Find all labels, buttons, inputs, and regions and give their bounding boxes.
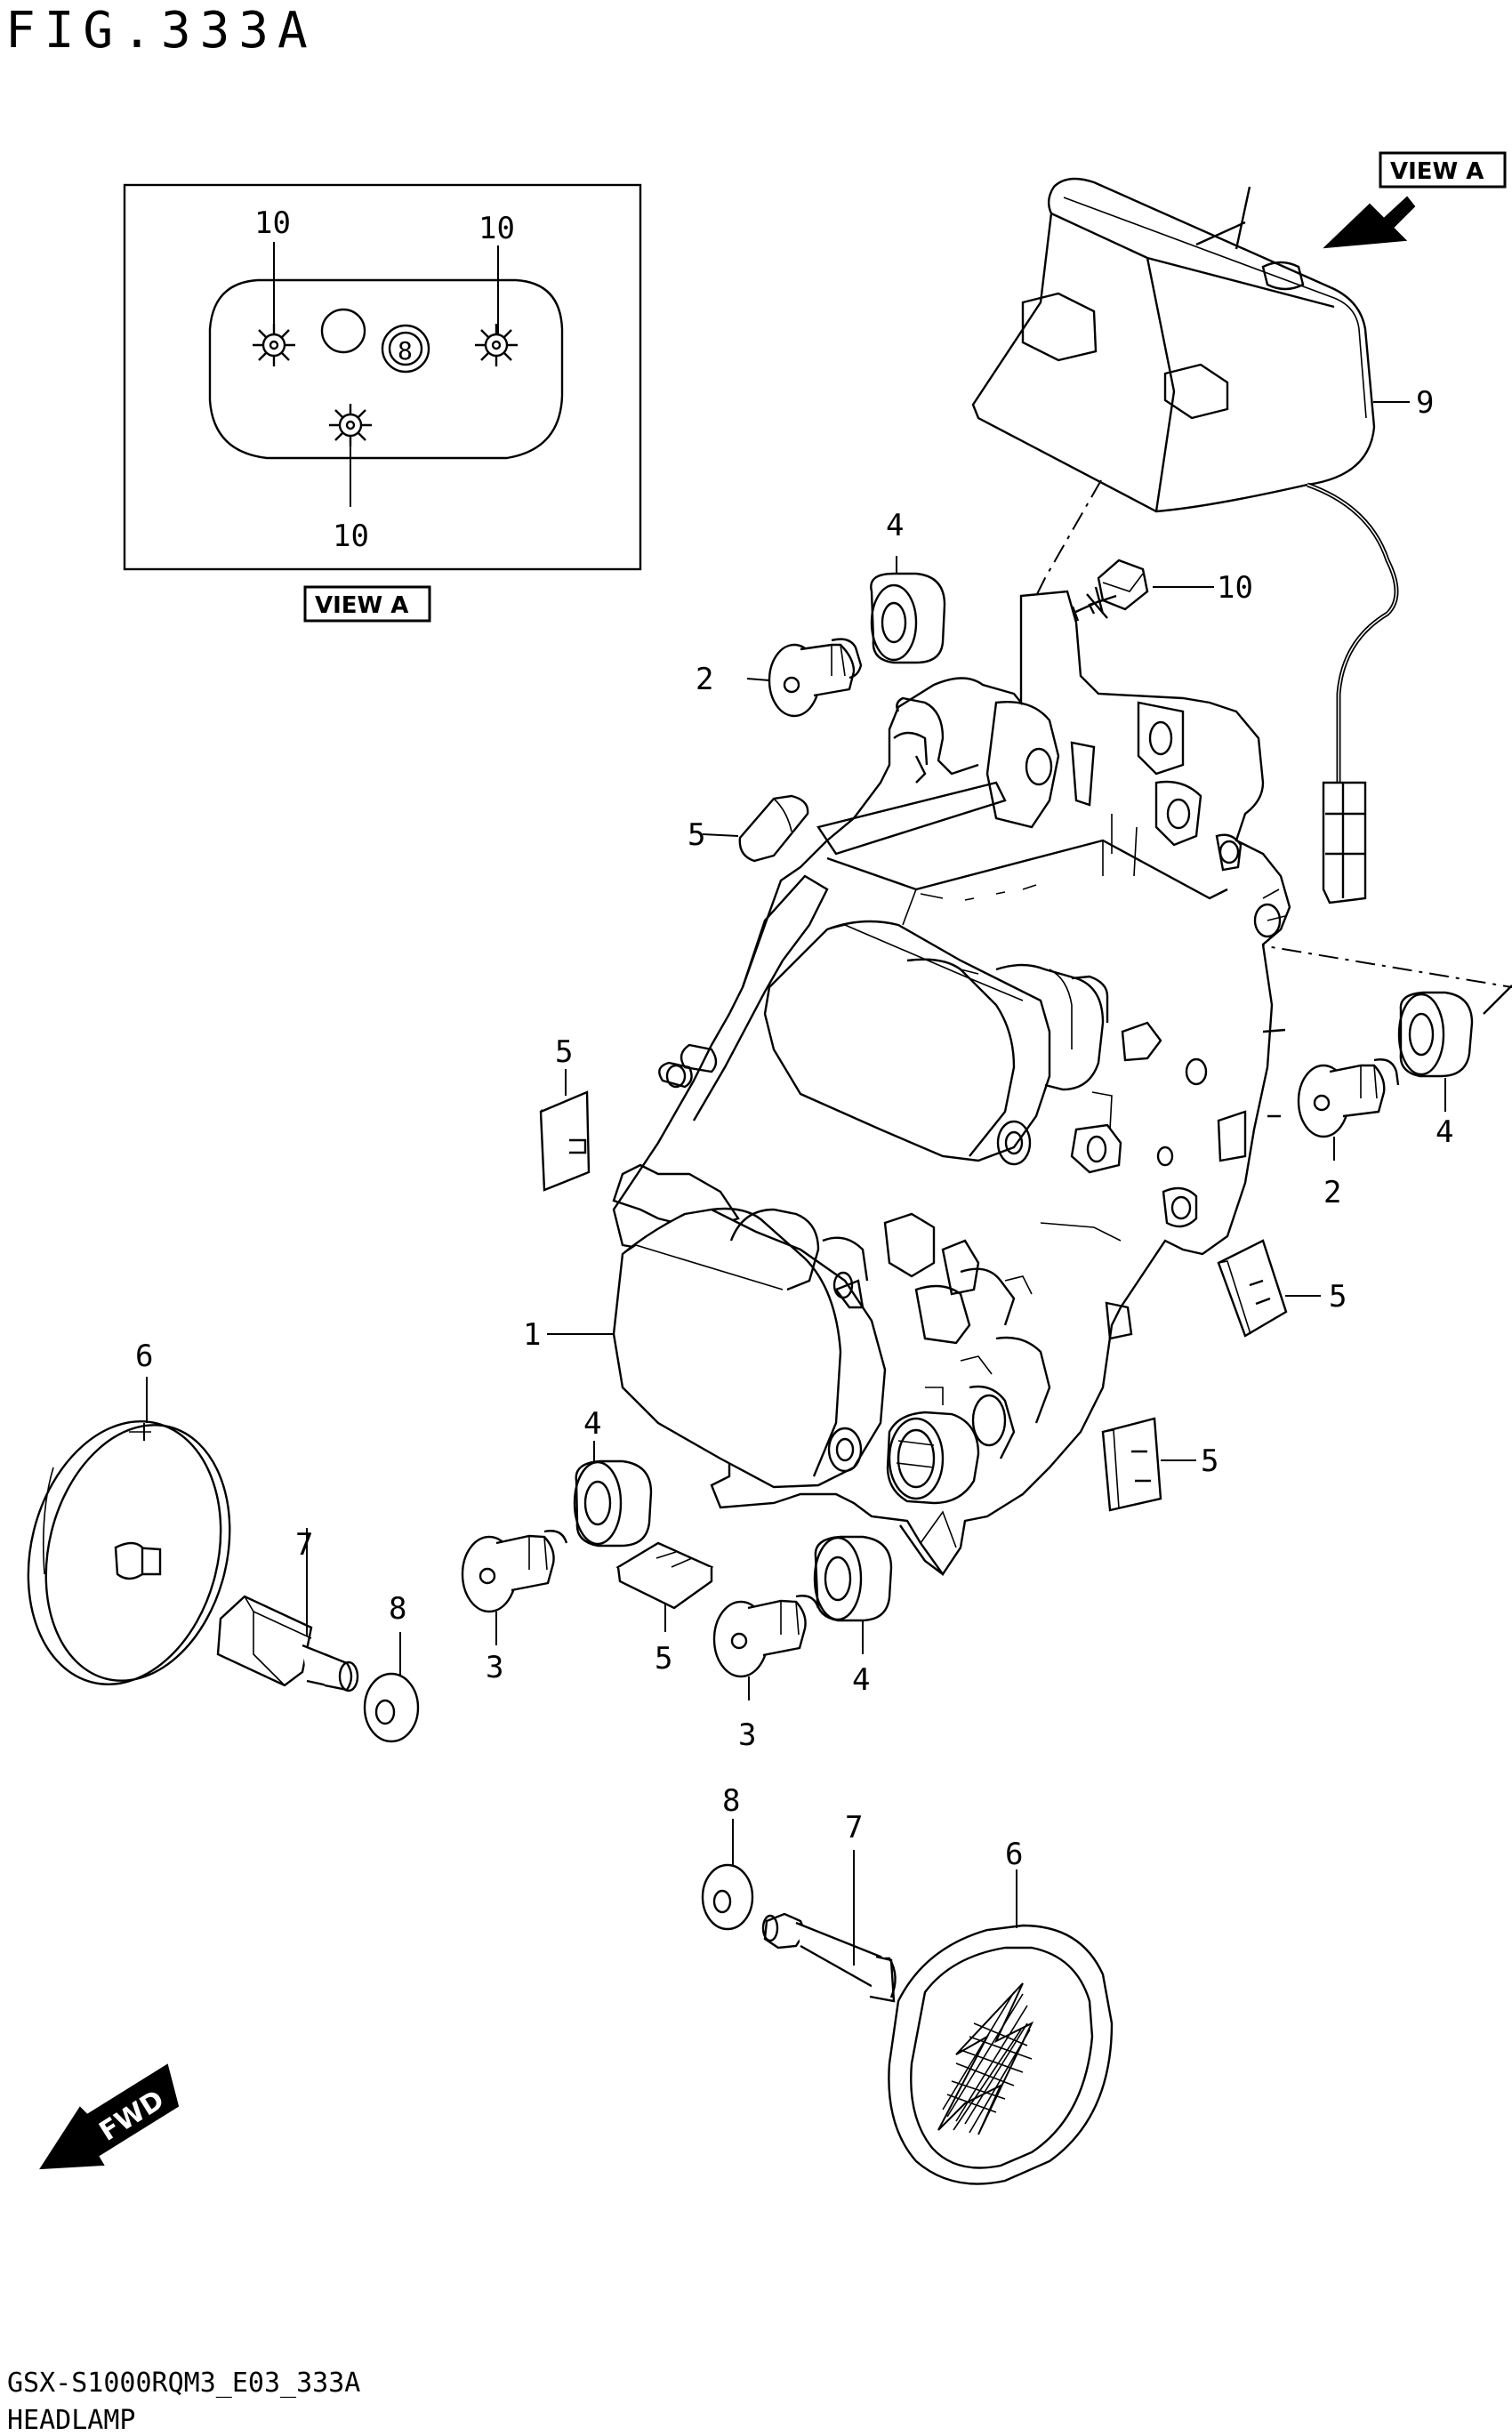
part-4-grommet-lower: 4 <box>813 1535 893 1698</box>
inset-screw-right <box>475 324 518 366</box>
callout-5-right: 5 <box>1329 1279 1347 1314</box>
callout-5-left: 5 <box>555 1034 573 1070</box>
inset-socket-inner <box>388 331 423 366</box>
part-4-grommet-top: 4 <box>870 508 946 664</box>
part-2-rivet-top: 2 <box>696 638 863 718</box>
centerline-right <box>1244 942 1512 988</box>
part-7-adjuster-lower: 7 <box>761 1810 897 2003</box>
part-5-clip-lower: 5 <box>615 1541 714 1676</box>
callout-5-lower: 5 <box>655 1641 672 1676</box>
callout-4-top: 4 <box>886 508 904 543</box>
callout-3-left: 3 <box>486 1650 503 1685</box>
callout-5-top: 5 <box>688 817 705 853</box>
callout-6-left: 6 <box>135 1339 153 1374</box>
callout-10-inset-bottom: 10 <box>333 519 369 554</box>
callout-10-inset-left: 10 <box>254 205 291 241</box>
part-8-washer-left: 8 <box>363 1591 420 1743</box>
cover-emblem <box>937 1982 1034 2135</box>
callout-5-right-lower: 5 <box>1201 1443 1218 1479</box>
inset-frame <box>123 183 642 571</box>
callout-9: 9 <box>1416 385 1434 421</box>
callout-10-inset-right: 10 <box>479 211 515 246</box>
part-5-clip-top: 5 <box>688 794 809 863</box>
part-1-headlamp-assembly: 1 <box>523 590 1291 1577</box>
callout-2-top: 2 <box>696 662 713 697</box>
footer-code: GSX-S1000RQM3_E03_333A <box>7 2368 361 2399</box>
callout-7-left: 7 <box>295 1527 313 1563</box>
inset-socket-outer <box>381 324 430 374</box>
fwd-badge: FWD <box>39 2063 180 2170</box>
part-8-washer-lower: 8 <box>701 1783 754 1931</box>
callout-2-right: 2 <box>1323 1175 1341 1210</box>
part-3-rivet-left: 3 <box>461 1530 568 1685</box>
callout-7-lower: 7 <box>845 1810 863 1845</box>
part-9-position-lamp: 9 <box>971 177 1434 904</box>
callout-8-left: 8 <box>389 1591 406 1627</box>
view-a-inset-label: VIEW A <box>315 592 408 619</box>
part-7-adjuster-left: 7 <box>216 1527 359 1692</box>
part-6-reflector-left: 6 <box>27 1339 231 1685</box>
callout-4-left-lower: 4 <box>583 1406 601 1442</box>
centerline-upper <box>1022 479 1102 623</box>
part-10-screw: 10 <box>1071 559 1253 622</box>
inset-housing-outline <box>208 278 564 460</box>
callout-6-lower: 6 <box>1005 1837 1023 1872</box>
callout-10-screw: 10 <box>1217 570 1253 606</box>
view-a-arrow-label: VIEW A <box>1390 158 1484 185</box>
part-2-rivet-right: 2 <box>1297 1058 1400 1210</box>
inset-hole <box>320 308 366 354</box>
figure-title: FIG.333A <box>5 2 317 60</box>
callout-1: 1 <box>523 1317 541 1353</box>
inset-socket-mark: 8 <box>398 336 413 366</box>
view-a-arrow <box>1323 196 1416 249</box>
part-4-grommet-left-lower: 4 <box>573 1406 653 1548</box>
footer-name: HEADLAMP <box>7 2405 136 2436</box>
callout-4-lower: 4 <box>852 1662 870 1698</box>
part-5-clip-right: 5 <box>1217 1239 1347 1338</box>
callout-8-lower: 8 <box>722 1783 740 1819</box>
callout-4-right: 4 <box>1436 1114 1453 1150</box>
view-a-arrow-tag: VIEW A <box>1323 151 1507 249</box>
part-5-clip-left: 5 <box>539 1034 591 1192</box>
view-a-inset-tag: VIEW A <box>303 585 431 623</box>
callout-3-lower: 3 <box>738 1717 756 1753</box>
part-3-rivet-lower: 3 <box>712 1595 820 1753</box>
part-4-grommet-right: 4 <box>1397 991 1474 1150</box>
part-6-cover-lower: 6 <box>888 1837 1114 2185</box>
view-a-inset: 8 10 10 10 <box>123 183 642 571</box>
part-5-clip-right-lower: 5 <box>1101 1417 1218 1512</box>
